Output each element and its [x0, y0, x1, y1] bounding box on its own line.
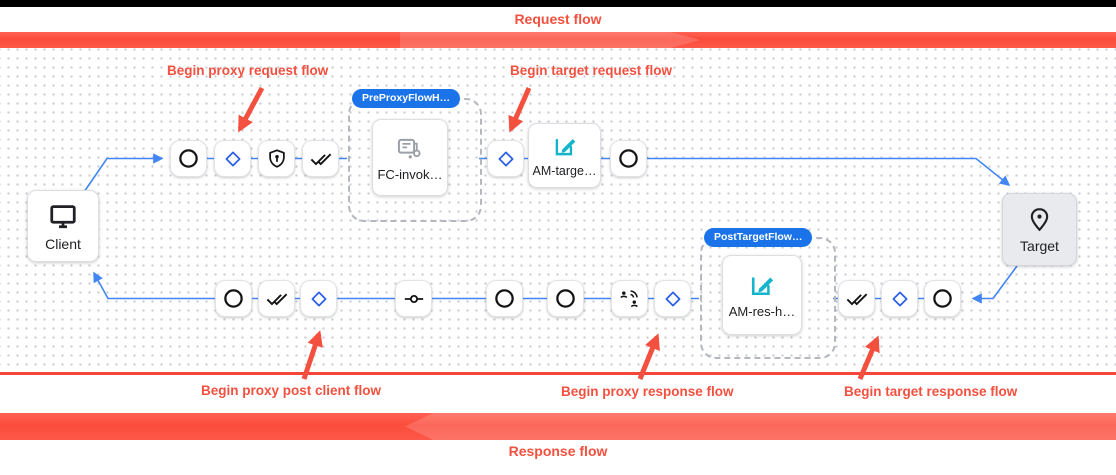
edit-icon: [748, 271, 776, 299]
flow-condition-diamond-icon: [664, 290, 682, 308]
fc-invoke-label: FC-invok…: [377, 166, 443, 182]
security-step[interactable]: [258, 140, 295, 177]
fc-invoke-policy-card[interactable]: FC-invok…: [372, 119, 452, 200]
flow-condition-diamond-icon: [497, 150, 515, 168]
am-target-label: AM-targe…: [532, 164, 597, 178]
commit-icon: [403, 288, 425, 310]
circle-icon: [932, 288, 953, 309]
request-flow-caption: Request flow: [514, 11, 602, 27]
monitor-icon: [48, 201, 78, 231]
double-check-icon: [846, 288, 868, 310]
proxy-post-client-annotation: Begin proxy post client flow: [201, 383, 382, 398]
proxy-request-flow-diamond[interactable]: [214, 140, 251, 177]
response-step-circle-end[interactable]: [924, 280, 961, 317]
flow-condition-diamond-icon: [224, 150, 242, 168]
proxy-post-client-flow-diamond[interactable]: [300, 280, 337, 317]
double-check-icon: [310, 148, 332, 170]
target-response-verify-step[interactable]: [838, 280, 875, 317]
request-flow-banner: [0, 32, 1116, 48]
client-label: Client: [45, 235, 81, 252]
proxy-response-flow-diamond[interactable]: [654, 280, 691, 317]
circle-icon: [618, 148, 639, 169]
target-request-annotation: Begin target request flow: [510, 63, 673, 78]
proxy-response-annotation: Begin proxy response flow: [561, 384, 734, 399]
circle-icon: [494, 288, 515, 309]
signal-icon: [619, 288, 640, 309]
top-border-bar: [0, 0, 1116, 7]
flow-canvas[interactable]: [0, 48, 1116, 373]
shield-lock-icon: [266, 148, 288, 170]
target-response-annotation: Begin target response flow: [844, 384, 1018, 399]
circle-icon: [555, 288, 576, 309]
am-response-label: AM-res-h…: [728, 304, 796, 319]
double-check-icon: [266, 288, 288, 310]
location-pin-icon: [1026, 206, 1053, 233]
target-node[interactable]: Target: [1002, 193, 1077, 266]
proxy-request-annotation: Begin proxy request flow: [167, 63, 329, 78]
request-step-circle-end[interactable]: [610, 140, 647, 177]
response-direction-arrow: [405, 413, 1116, 440]
canvas-bottom-red-line: [0, 372, 1116, 375]
post-target-flowhook-badge[interactable]: PostTargetFlow…: [704, 228, 813, 247]
pre-proxy-flowhook-badge[interactable]: PreProxyFlowH…: [352, 89, 461, 108]
request-step-circle[interactable]: [170, 140, 207, 177]
response-step-circle-3[interactable]: [547, 280, 584, 317]
circle-icon: [223, 288, 244, 309]
response-flow-caption: Response flow: [508, 443, 608, 459]
flow-condition-diamond-icon: [310, 290, 328, 308]
am-target-policy-card[interactable]: AM-targe…: [528, 123, 601, 188]
flow-condition-diamond-icon: [891, 290, 909, 308]
flow-callout-icon: [396, 134, 424, 162]
target-response-flow-diamond[interactable]: [881, 280, 918, 317]
commit-step[interactable]: [395, 280, 432, 317]
verify-step[interactable]: [302, 140, 339, 177]
response-verify-step[interactable]: [258, 280, 295, 317]
response-step-circle-2[interactable]: [486, 280, 523, 317]
response-flow-banner: [0, 413, 1116, 440]
target-request-flow-diamond[interactable]: [487, 140, 524, 177]
client-node[interactable]: Client: [27, 190, 99, 262]
am-response-policy-card[interactable]: AM-res-h…: [722, 255, 806, 339]
circle-icon: [178, 148, 199, 169]
signal-step[interactable]: [611, 280, 648, 317]
request-direction-arrow: [400, 32, 700, 48]
response-step-circle[interactable]: [215, 280, 252, 317]
target-label: Target: [1020, 237, 1059, 254]
edit-icon: [552, 133, 578, 159]
